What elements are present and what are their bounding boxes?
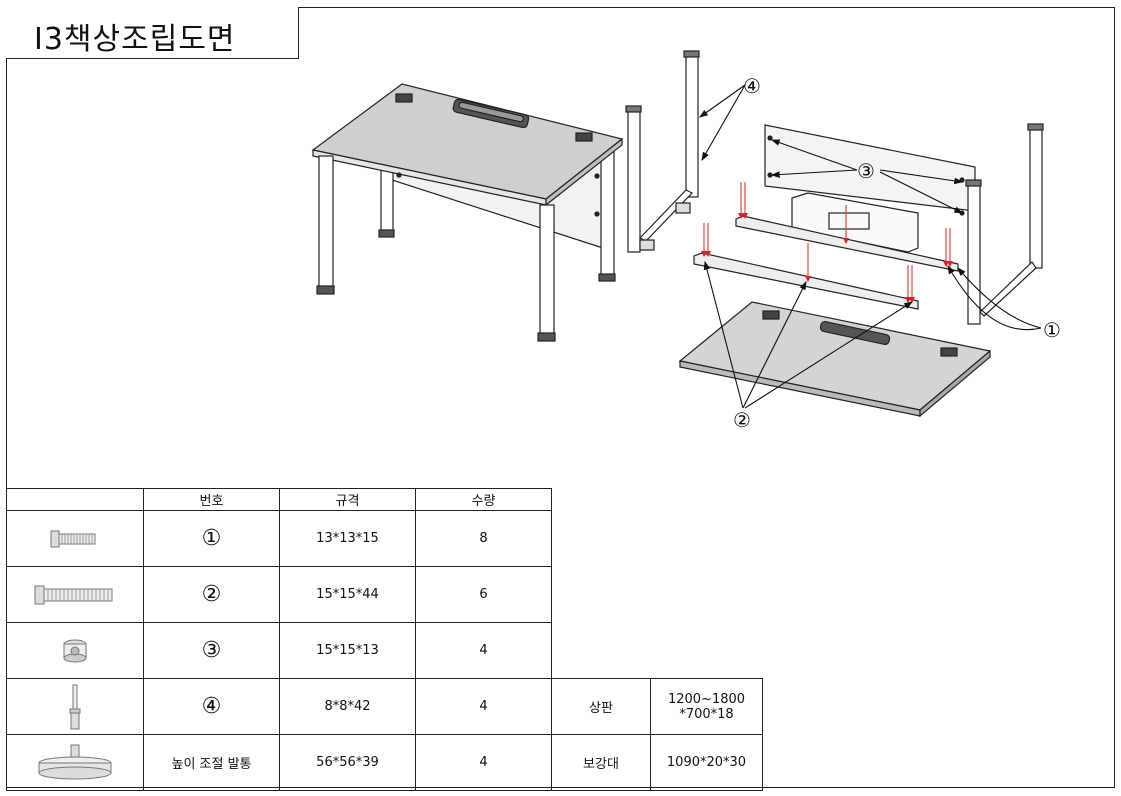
header-icon [6, 488, 144, 511]
header-number: 번호 [143, 488, 280, 511]
drawing-title: I3책상조립도면 [34, 22, 236, 57]
leader-lines [699, 84, 1042, 409]
table-row: ③ 15*15*13 4 [6, 622, 763, 679]
callout-3: ③ [857, 159, 875, 183]
part-number: ② [143, 566, 280, 623]
extra-label: 상판 [551, 678, 651, 735]
part-qty: 4 [415, 734, 552, 791]
exploded-view [625, 50, 1044, 418]
dowel-pin-icon [6, 678, 144, 735]
side-leg-right-back [1029, 127, 1043, 269]
long-bolt-icon [6, 566, 144, 623]
table-header-row: 번호 규격 수량 [6, 488, 763, 511]
table-row: ④ 8*8*42 4 상판 1200~1800 *700*18 [6, 678, 763, 735]
part-spec: 15*15*13 [279, 622, 416, 679]
adjustable-foot-icon [6, 734, 144, 791]
cam-lock-icon [6, 622, 144, 679]
outlet-left [395, 93, 413, 103]
part-spec: 56*56*39 [279, 734, 416, 791]
table-row: ② 15*15*44 6 [6, 566, 763, 623]
callout-1: ① [1043, 318, 1061, 342]
part-qty: 8 [415, 510, 552, 567]
outlet-right [575, 132, 593, 142]
part-spec: 15*15*44 [279, 566, 416, 623]
callout-2: ② [733, 408, 751, 432]
part-number: ④ [143, 678, 280, 735]
header-qty: 수량 [415, 488, 552, 511]
table-row: 높이 조절 발통 56*56*39 4 보강대 1090*20*30 [6, 734, 763, 791]
part-qty: 6 [415, 566, 552, 623]
title-box: I3책상조립도면 [6, 7, 299, 59]
part-number: ① [143, 510, 280, 567]
callout-4: ④ [743, 74, 761, 98]
desk-leg-front-right [539, 204, 555, 336]
insertion-arrows [701, 182, 953, 303]
desk-leg-front-left [318, 155, 334, 289]
side-leg-left-front [627, 109, 641, 253]
table-row: ① 13*13*15 8 [6, 510, 763, 567]
side-leg-left-back [685, 54, 699, 198]
short-bolt-icon [6, 510, 144, 567]
part-spec: 13*13*15 [279, 510, 416, 567]
assembled-desk [311, 83, 624, 342]
extra-value: 1200~1800 *700*18 [650, 678, 763, 735]
parts-table: 번호 규격 수량 ① 13*13*15 8 ② 15*15*44 6 ③ 15*… [6, 488, 763, 791]
part-qty: 4 [415, 678, 552, 735]
stretcher-lower [693, 252, 919, 310]
desk-leg-back-right [600, 149, 615, 279]
extra-value: 1090*20*30 [650, 734, 763, 791]
extra-label: 보강대 [551, 734, 651, 791]
part-number: 높이 조절 발통 [143, 734, 280, 791]
header-spec: 규격 [279, 488, 416, 511]
part-spec: 8*8*42 [279, 678, 416, 735]
part-qty: 4 [415, 622, 552, 679]
desk-leg-back-left [380, 167, 394, 235]
part-number: ③ [143, 622, 280, 679]
